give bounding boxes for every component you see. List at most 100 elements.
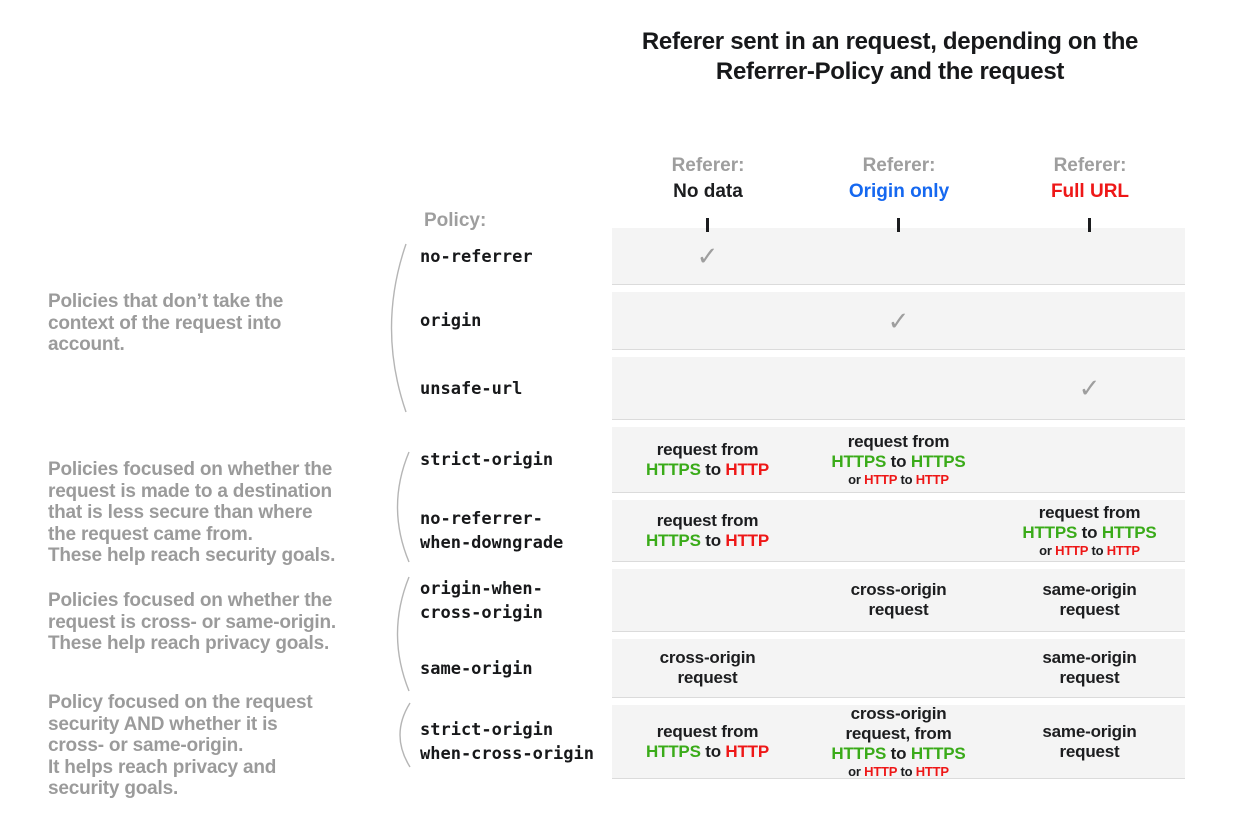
cell-text-line: request from [657,511,759,531]
cell-text-segment: to [886,452,911,471]
cell-text-line: request from [1039,503,1141,523]
cell-text-segment: to [700,459,726,479]
checkmark-icon: ✓ [1078,373,1101,403]
cell-text-segment: HTTPS [645,741,701,761]
referer-label: Referer: [862,155,936,176]
cell-text-line: cross-origin [851,704,947,724]
cell-text-segment: HTTPS [645,459,701,479]
cell-text-line: request, from [845,724,951,744]
table-row: no-referrer ✓ [400,228,1185,285]
cell-text-line: HTTPS to HTTP [646,531,769,551]
table-row: origin ✓ [400,292,1185,350]
cell-text-line: or HTTP to HTTP [848,764,949,779]
annotation-text-line: account. [48,334,125,355]
cell-text-segment: HTTPS [910,744,966,763]
policy-name: origin [400,292,612,350]
cell-text-segment: cross-origin [850,704,947,723]
cell-text-segment: or [1039,543,1056,558]
annotation-text-line: security AND whether it is [48,713,278,735]
cell-text-segment: cross-origin [659,648,756,667]
cell-text-line: or HTTP to HTTP [848,472,949,487]
annotation-text-line: Policies focused on whether the [48,459,333,480]
policy-name: unsafe-url [400,357,612,420]
policy-name-line: strict-origin [420,450,554,470]
cell-text-segment: request from [656,510,759,530]
cell-text-segment: HTTPS [910,452,966,471]
cell-text-line: request [1059,600,1119,620]
cell-text-segment: or [848,472,865,487]
column-header-full-url: Referer: Full URL [990,153,1190,205]
cell-origin-only [803,228,994,284]
referer-value-origin-only: Origin only [848,181,950,202]
cell-text-line: request [1059,668,1119,688]
cell-text-line: request from [848,432,950,452]
cell-text-segment: request [1059,600,1120,619]
row-cells: ✓ [612,228,1185,285]
checkmark-icon: ✓ [696,241,719,271]
cell-text-segment: request from [656,439,759,459]
title-line-1: Referer sent in an request, depending on… [641,28,1139,55]
policy-name-line: when-cross-origin [420,744,594,764]
cell-text-segment: request from [1038,503,1141,522]
policy-name-line: no-referrer- [420,509,543,529]
policy-name-line: origin [420,311,482,331]
policy-name-line: when-downgrade [420,533,564,553]
checkmark-icon: ✓ [887,305,910,336]
cell-text-line: or HTTP to HTTP [1039,543,1140,558]
cell-text-segment: to [1088,543,1107,558]
title-line-2: Referrer-Policy and the request [715,58,1065,85]
cell-text-line: request [677,668,737,688]
cell-text-segment: to [700,741,726,761]
cell-text-line: HTTPS to HTTPS [1022,523,1156,543]
cell-text-segment: same-origin [1042,721,1137,741]
cell-text-segment: HTTP [725,459,770,479]
cell-text-segment: same-origin [1042,648,1137,667]
cell-text-segment: HTTP [725,530,770,550]
referer-label: Referer: [1053,155,1127,176]
table-row: unsafe-url ✓ [400,357,1185,420]
cell-full-url [994,228,1185,284]
cell-text-segment: to [897,764,916,779]
annotation-text-line: cross- or same-origin. [48,735,244,756]
cell-text-line: request [868,600,928,620]
cell-text-segment: request from [656,721,759,741]
cell-full-url [994,292,1185,349]
policy-table: no-referrer ✓ origin ✓ unsafe-url ✓ strict-ori… [400,228,1185,786]
annotation-text-line: These help reach security goals. [48,545,336,566]
policy-name: no-referrer [400,228,612,285]
annotation-text-line: Policy focused on the request [48,692,313,713]
cell-text-line: same-origin [1042,580,1136,600]
policy-name-line: same-origin [420,658,533,679]
cell-text-segment: request, from [845,724,952,743]
cell-no-data: ✓ [612,228,803,284]
annotation-text-line: These help reach privacy goals. [48,633,330,654]
column-header-no-data: Referer: No data [608,153,808,205]
tick-mark [897,218,900,232]
referer-value-no-data: No data [673,181,743,202]
cell-text-segment: same-origin [1042,580,1137,599]
diagram-title: Referer sent in an request, depending on… [575,27,1205,87]
annotation-text-line: context of the request into [48,312,282,334]
cell-text-segment: HTTPS [1101,523,1157,542]
policy-name: origin-when-cross-origin [400,569,612,632]
cell-text-segment: HTTP [1106,543,1140,558]
cell-text-segment: request [1059,668,1120,687]
cell-text-segment: or [848,764,865,779]
annotation-text-line: security goals. [48,778,179,799]
cell-text-segment: HTTPS [831,452,887,471]
